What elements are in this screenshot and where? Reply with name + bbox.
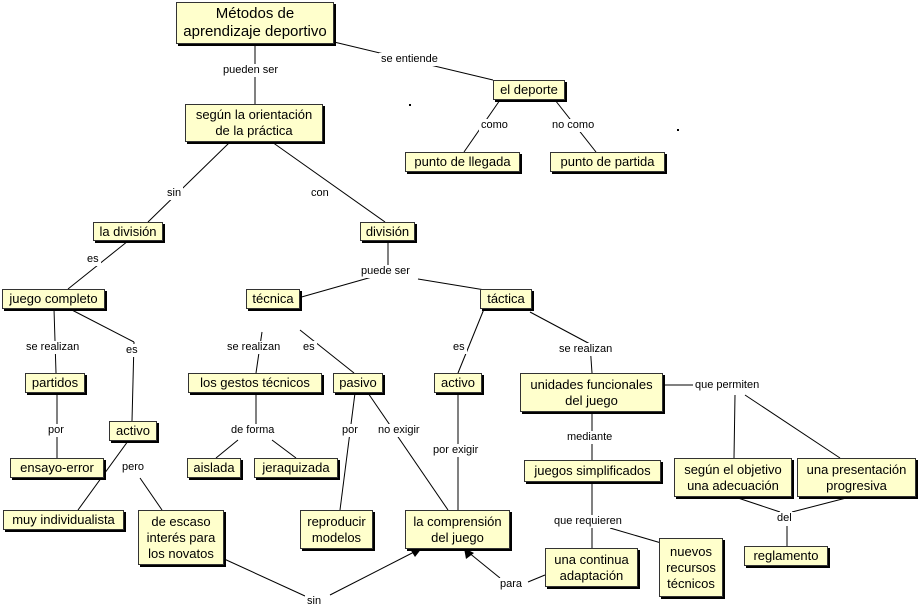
node-pasivo: pasivo [333,373,383,393]
node-ensayo-error: ensayo-error [10,458,104,478]
node-punto-llegada: punto de llegada [405,152,520,172]
node-tecnica: técnica [246,289,300,309]
node-reproducir-modelos: reproducir modelos [300,510,373,549]
link-es: es [85,253,101,266]
node-comprension-juego: la comprensión del juego [405,510,510,549]
node-activo: activo [109,421,157,441]
link-sin: sin [165,187,184,200]
link-pero: pero [120,461,147,474]
link-de-forma: de forma [229,424,277,437]
link-no-como: no como [550,119,597,132]
stray-dot [409,104,411,106]
link-se-realizan: se realizan [225,341,283,354]
node-unidades-funcionales: unidades funcionales del juego [520,373,663,412]
link-que-requieren: que requieren [552,515,624,528]
node-juegos-simplificados: juegos simplificados [524,460,661,482]
node-escaso-interes: de escaso interés para los novatos [138,510,224,565]
node-jerarquizada: jeraquizada [254,458,338,478]
node-reglamento: reglamento [744,546,828,566]
link-se-realizan: se realizan [24,341,82,354]
link-del: del [775,512,794,525]
link-como: como [479,119,510,132]
stray-dot [677,129,679,131]
link-es: es [301,341,317,354]
node-punto-partida: punto de partida [550,152,665,172]
node-la-division: la división [93,222,163,241]
link-por: por [340,424,360,437]
node-nuevos-recursos: nuevos recursos técnicos [659,538,723,597]
node-presentacion-progresiva: una presentación progresiva [797,458,916,497]
node-tactica: táctica [480,289,532,309]
node-deporte: el deporte [493,80,565,100]
link-pueden-ser: pueden ser [221,64,281,77]
node-segun-objetivo: según el objetivo una adecuación [674,458,792,497]
link-es: es [124,344,140,357]
node-juego-completo: juego completo [2,289,105,309]
link-para: para [498,578,525,591]
link-se-entiende: se entiende [379,53,440,66]
node-aislada: aislada [187,458,241,478]
link-es: es [451,341,467,354]
link-puede-ser: puede ser [359,265,412,278]
link-por: por [46,424,66,437]
link-por-exigir: por exigir [431,444,481,457]
arrowhead [464,548,474,559]
node-activo-tactica: activo [434,373,482,393]
link-sin: sin [305,595,324,608]
node-partidos: partidos [25,373,85,393]
link-se-realizan: se realizan [557,343,615,356]
node-muy-individualista: muy individualista [3,510,124,530]
link-mediante: mediante [565,431,615,444]
node-title: Métodos de aprendizaje deportivo [176,2,334,44]
link-con: con [309,187,331,200]
link-no-exigir: no exigir [376,424,422,437]
node-division: división [360,222,415,241]
node-orientacion: según la orientación de la práctica [185,104,323,142]
link-que-permiten: que permiten [693,379,762,392]
arrowhead [410,548,422,557]
node-continua-adaptacion: una continua adaptación [545,548,638,587]
node-gestos-tecnicos: los gestos técnicos [188,373,322,393]
